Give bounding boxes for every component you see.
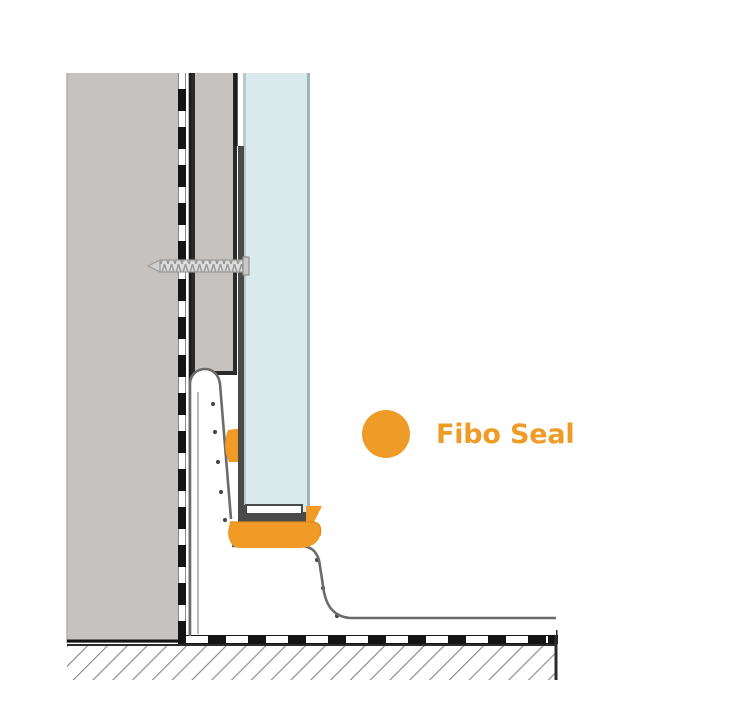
panel-base-trim	[238, 504, 310, 527]
sealant-panel-base	[228, 521, 322, 548]
legend: Fibo Seal	[362, 410, 575, 458]
floor-slab-hatching	[67, 630, 558, 680]
legend-item-label: Fibo Seal	[436, 418, 575, 450]
waterproof-membrane-horizontal	[67, 635, 558, 644]
substrate-wall-layer	[66, 73, 179, 643]
timber-batten-layer	[191, 73, 237, 375]
sealant-panel-front-edge	[306, 506, 322, 526]
wall-panel-layer	[234, 73, 310, 518]
waterproof-membrane-vertical	[178, 73, 192, 643]
fixing-screw	[146, 256, 250, 276]
orange-dot-marker	[362, 410, 410, 458]
